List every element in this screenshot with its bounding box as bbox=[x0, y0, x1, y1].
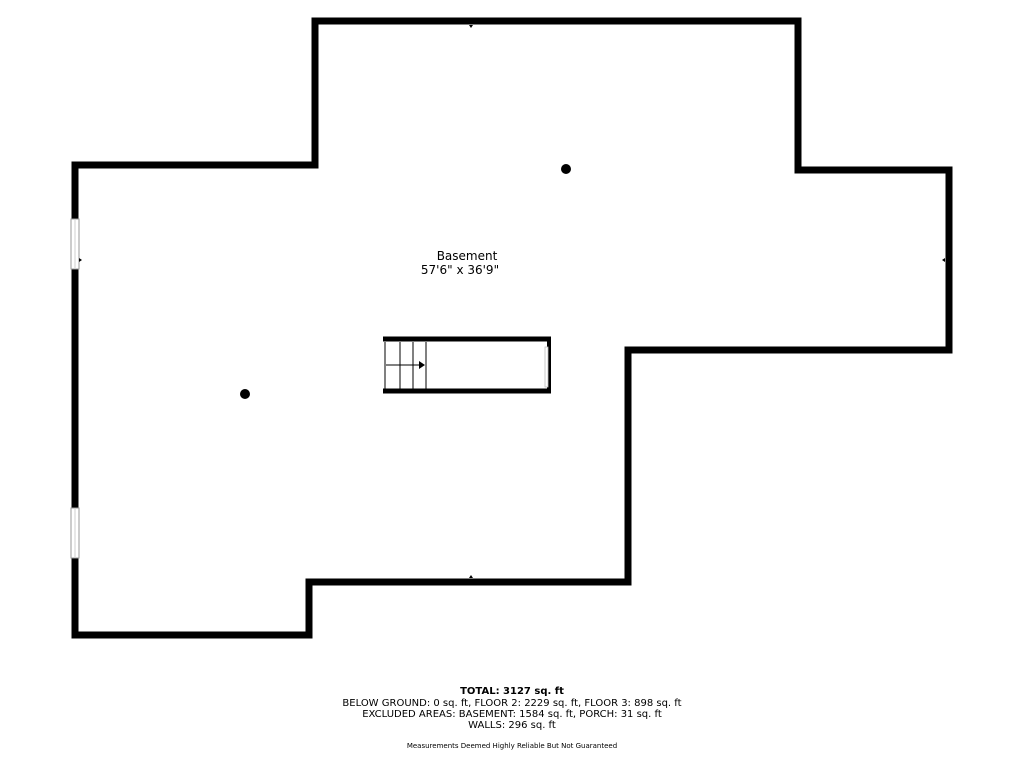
room-name: Basement bbox=[437, 249, 498, 263]
post-lower bbox=[240, 389, 250, 399]
window-lower-left bbox=[70, 507, 80, 559]
wall-marker-bottom bbox=[469, 575, 473, 578]
post-upper bbox=[561, 164, 571, 174]
wall-marker-right bbox=[942, 258, 945, 262]
window-upper-left bbox=[70, 218, 80, 270]
basement-outline bbox=[71, 17, 953, 639]
walls-area: WALLS: 296 sq. ft bbox=[468, 720, 556, 731]
total-area: TOTAL: 3127 sq. ft bbox=[460, 686, 564, 697]
stairs bbox=[383, 336, 551, 394]
excluded-areas: EXCLUDED AREAS: BASEMENT: 1584 sq. ft, P… bbox=[362, 709, 662, 720]
wall-marker-left bbox=[79, 258, 82, 262]
stairs-arrow bbox=[419, 361, 425, 369]
wall-marker-top bbox=[469, 25, 473, 28]
floor-areas: BELOW GROUND: 0 sq. ft, FLOOR 2: 2229 sq… bbox=[342, 698, 682, 709]
room-dimensions: 57'6" x 36'9" bbox=[421, 263, 499, 277]
disclaimer: Measurements Deemed Highly Reliable But … bbox=[406, 742, 618, 750]
